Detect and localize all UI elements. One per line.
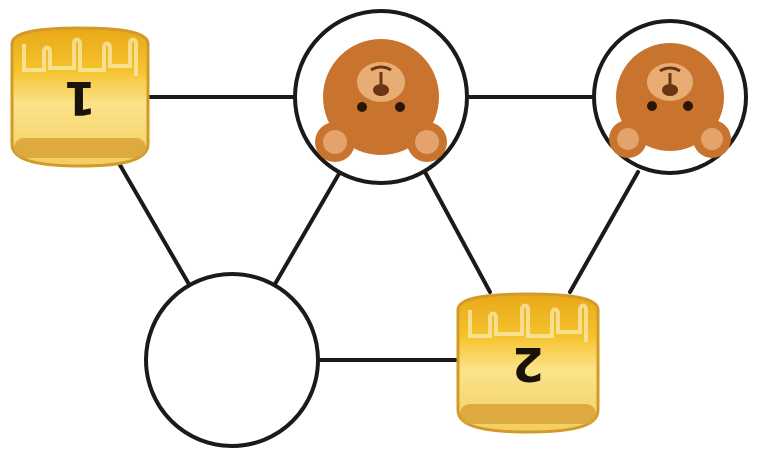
bear-face-icon bbox=[315, 39, 447, 162]
graph-edges bbox=[118, 95, 640, 362]
node-circle bbox=[144, 272, 320, 448]
edge-top-middle-bottom-right bbox=[423, 170, 492, 294]
edge-top-middle-bottom-left bbox=[273, 170, 342, 286]
node-top-middle[interactable] bbox=[293, 9, 469, 185]
pot-number: 2 bbox=[512, 337, 544, 391]
edge-top-right-bottom-right bbox=[568, 170, 640, 294]
node-bottom-left[interactable] bbox=[144, 272, 320, 448]
edge-top-left-bottom-left bbox=[118, 163, 192, 288]
node-bottom-right[interactable]: 2 bbox=[456, 292, 600, 434]
node-top-left[interactable]: 1 bbox=[10, 26, 150, 168]
honey-pot-icon: 2 bbox=[456, 292, 600, 434]
bear-face-icon bbox=[609, 43, 731, 158]
pot-number: 1 bbox=[64, 71, 96, 125]
node-top-right[interactable] bbox=[592, 19, 748, 175]
honey-pot-icon: 1 bbox=[10, 26, 150, 168]
